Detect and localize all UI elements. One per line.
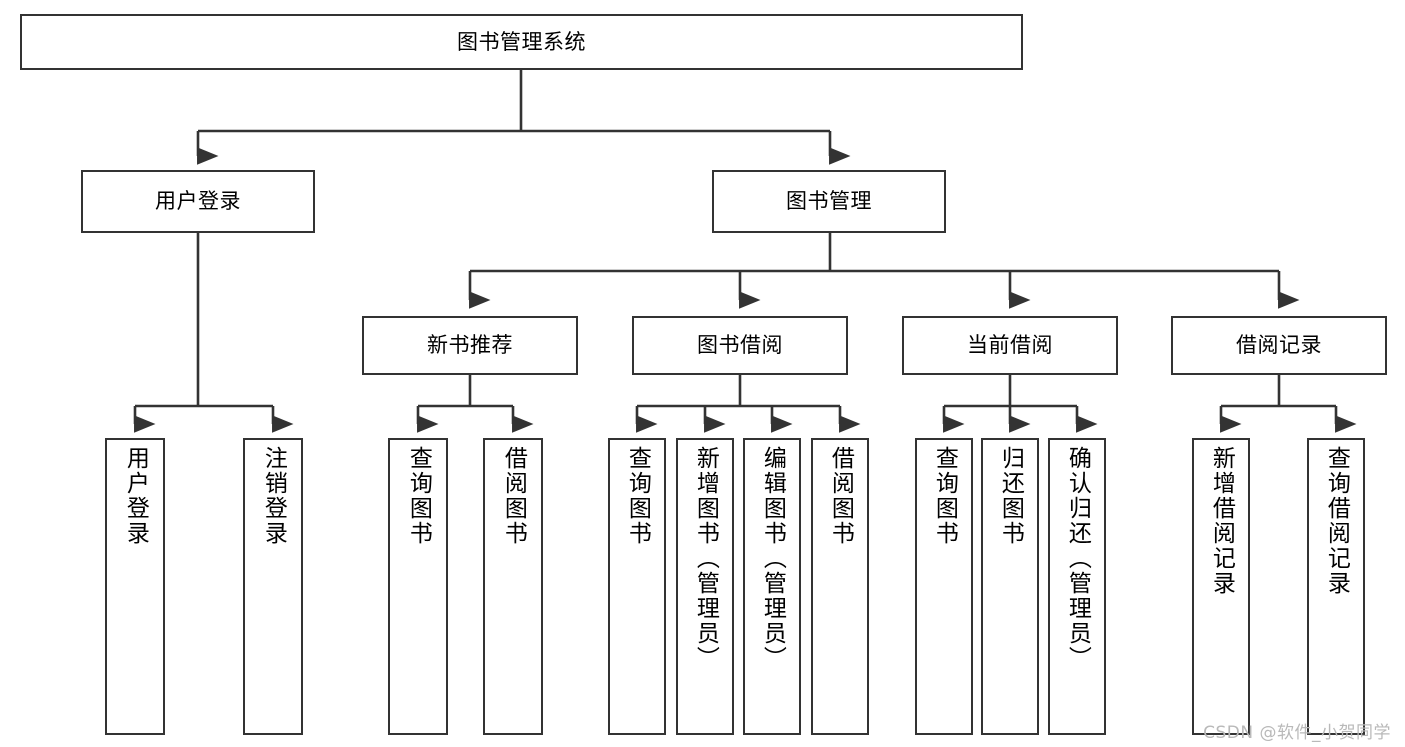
node-label: 确认归还（管理员） bbox=[1064, 446, 1091, 671]
node-label: 借阅图书 bbox=[500, 446, 527, 546]
node-label: 用户登录 bbox=[122, 446, 149, 546]
node-label: 用户登录 bbox=[155, 189, 241, 214]
leaf-new-book-borrow-book[interactable]: 借阅图书 bbox=[483, 438, 543, 735]
csdn-watermark: CSDN @软件_小贺同学 bbox=[1203, 723, 1391, 743]
node-label: 查询借阅记录 bbox=[1323, 446, 1350, 596]
node-label: 查询图书 bbox=[405, 446, 432, 546]
node-label: 注销登录 bbox=[260, 446, 287, 546]
leaf-new-book-query-book[interactable]: 查询图书 bbox=[388, 438, 448, 735]
node-label: 查询图书 bbox=[624, 446, 651, 546]
node-book-borrow[interactable]: 图书借阅 bbox=[632, 316, 848, 375]
leaf-book-borrow-borrow-book[interactable]: 借阅图书 bbox=[811, 438, 869, 735]
leaf-book-borrow-query-book[interactable]: 查询图书 bbox=[608, 438, 666, 735]
leaf-user-login-logout[interactable]: 注销登录 bbox=[243, 438, 303, 735]
node-user-login[interactable]: 用户登录 bbox=[81, 170, 315, 233]
node-label: 归还图书 bbox=[997, 446, 1024, 546]
leaf-user-login-login[interactable]: 用户登录 bbox=[105, 438, 165, 735]
node-label: 图书借阅 bbox=[697, 333, 783, 358]
node-label: 借阅记录 bbox=[1236, 333, 1322, 358]
node-label: 借阅图书 bbox=[827, 446, 854, 546]
node-root-book-management-system[interactable]: 图书管理系统 bbox=[20, 14, 1023, 70]
leaf-current-borrow-query-book[interactable]: 查询图书 bbox=[915, 438, 973, 735]
node-label: 图书管理 bbox=[786, 189, 872, 214]
node-label: 当前借阅 bbox=[967, 333, 1053, 358]
node-label: 新增图书（管理员） bbox=[692, 446, 719, 671]
node-label: 编辑图书（管理员） bbox=[759, 446, 786, 671]
leaf-current-borrow-confirm-return-admin[interactable]: 确认归还（管理员） bbox=[1048, 438, 1106, 735]
leaf-borrow-record-add-record[interactable]: 新增借阅记录 bbox=[1192, 438, 1250, 735]
leaf-book-borrow-add-book-admin[interactable]: 新增图书（管理员） bbox=[676, 438, 734, 735]
node-label: 新书推荐 bbox=[427, 333, 513, 358]
node-label: 图书管理系统 bbox=[457, 29, 586, 54]
leaf-current-borrow-return-book[interactable]: 归还图书 bbox=[981, 438, 1039, 735]
node-current-borrow[interactable]: 当前借阅 bbox=[902, 316, 1118, 375]
node-label: 查询图书 bbox=[931, 446, 958, 546]
node-borrow-record[interactable]: 借阅记录 bbox=[1171, 316, 1387, 375]
leaf-book-borrow-edit-book-admin[interactable]: 编辑图书（管理员） bbox=[743, 438, 801, 735]
node-label: 新增借阅记录 bbox=[1208, 446, 1235, 596]
leaf-borrow-record-query-record[interactable]: 查询借阅记录 bbox=[1307, 438, 1365, 735]
node-book-management[interactable]: 图书管理 bbox=[712, 170, 946, 233]
node-new-book-recommend[interactable]: 新书推荐 bbox=[362, 316, 578, 375]
